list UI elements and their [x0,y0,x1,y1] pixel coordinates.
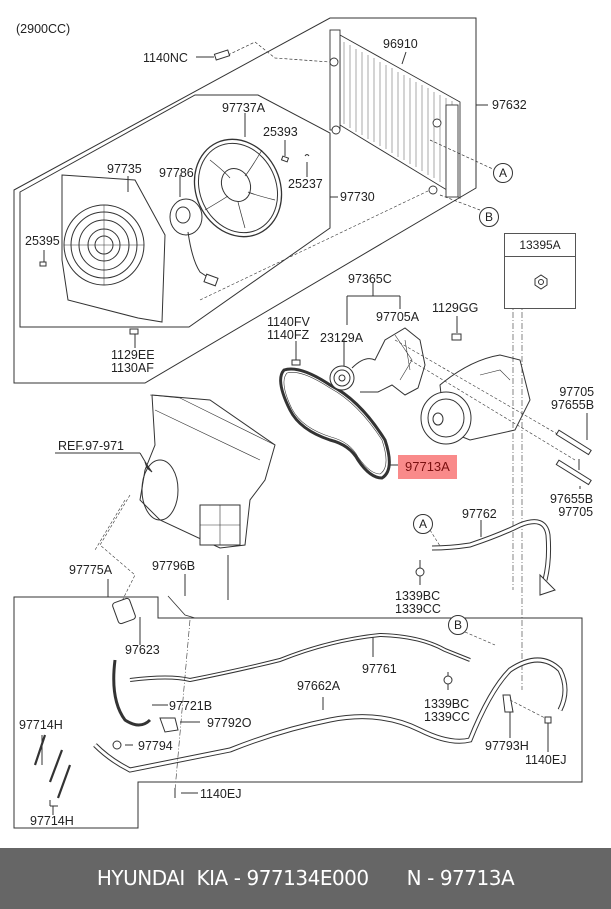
part-label-1140ej-right[interactable]: 1140EJ [525,753,567,767]
fan-motor [169,198,219,287]
callout-a-bottom: A [413,514,433,534]
part-label-1130af-text: 1130AF [111,361,154,375]
nut-icon [534,274,548,290]
reference-label[interactable]: REF.97-971 [58,439,125,453]
callout-a-top: A [493,163,513,183]
part-label-97721b[interactable]: 97721B [169,699,213,713]
ac-compressor [420,354,531,445]
footer-sep-2: - [427,866,434,890]
part-label-25393[interactable]: 25393 [263,125,298,139]
footer-part-number: 977134E000 [246,866,369,890]
part-label-97662a[interactable]: 97662A [297,679,341,693]
part-label-97705-top-text: 97705 [559,385,595,399]
part-label-1129gg[interactable]: 1129GG [432,301,479,315]
part-label-25237[interactable]: 25237 [288,177,323,191]
part-label-1140fv[interactable]: 1140FV 1140FZ [267,316,310,342]
tensioner-pulley [329,327,426,396]
panel-fan-group [19,94,331,328]
part-label-97655b-top-text: 97655B [551,398,595,412]
part-label-97775a[interactable]: 97775A [69,563,113,577]
footer-n-label: N [406,866,422,890]
part-label-97786[interactable]: 97786 [159,166,194,180]
callout-b-top: B [479,207,499,227]
part-label-97623[interactable]: 97623 [125,643,160,657]
part-label-97705-97655b-top[interactable]: 97705 97655B [551,386,594,412]
part-label-97793h[interactable]: 97793H [485,739,529,753]
part-label-1339bc-a[interactable]: 1339BC 1339CC [395,590,441,616]
part-label-25395[interactable]: 25395 [25,234,60,248]
part-label-97714h-bottom[interactable]: 97714H [30,814,74,828]
condenser [329,29,461,199]
highlighted-part-97713a[interactable]: 97713A [398,455,457,479]
callout-b-bottom: B [448,615,468,635]
part-label-13395a: 13395A [505,234,575,257]
part-label-1140ej-bottom[interactable]: 1140EJ [200,787,242,801]
part-label-97632[interactable]: 97632 [492,98,527,112]
diagram-linework [13,17,592,829]
part-label-1339bc-b[interactable]: 1339BC 1339CC [424,698,470,724]
part-label-96910[interactable]: 96910 [383,37,418,51]
part-label-1339bc-b-text: 1339BC [424,697,470,711]
part-label-1339cc-b-text: 1339CC [424,710,470,724]
part-label-97705a[interactable]: 97705A [376,310,420,324]
part-label-97737a[interactable]: 97737A [222,101,266,115]
part-label-23129a[interactable]: 23129A [320,331,364,345]
footer-sep-1: - [233,866,241,890]
panel-hose-group [13,596,583,829]
part-label-97796b[interactable]: 97796B [152,559,196,573]
part-label-1339bc-a-text: 1339BC [395,589,441,603]
part-label-97761[interactable]: 97761 [362,662,397,676]
part-label-97365c[interactable]: 97365C [348,272,392,286]
part-label-97655b-97705-bot[interactable]: 97655B 97705 [550,493,593,519]
part-label-97714h-top[interactable]: 97714H [19,718,63,732]
part-label-1140fz-text: 1140FZ [267,328,310,342]
part-label-97762[interactable]: 97762 [462,507,497,521]
part-label-97705-bot-text: 97705 [558,505,594,519]
engine-note: (2900CC) [16,22,71,36]
hose-97762 [431,519,556,596]
part-box-13395a[interactable]: 13395A [504,233,576,309]
footer-brand: HYUNDAI KIA [96,866,228,890]
part-label-97735[interactable]: 97735 [107,162,142,176]
panel-radiator-group [13,17,477,384]
footer-n-value: 97713A [439,866,515,890]
part-label-1339cc-a-text: 1339CC [395,602,441,616]
parts-diagram: (2900CC) 1140NC 96910 97632 97737A 25393… [13,17,594,829]
part-label-1129ee[interactable]: 1129EE 1130AF [111,349,155,375]
part-label-1140fv-text: 1140FV [267,315,310,329]
part-label-97794[interactable]: 97794 [138,739,173,753]
fan-shroud [61,174,166,323]
part-label-97730[interactable]: 97730 [340,190,375,204]
pipe-97761 [129,632,471,683]
fan-blade [193,138,283,238]
part-label-97792o[interactable]: 97792O [207,716,252,730]
part-label-1140nc[interactable]: 1140NC [143,51,188,65]
part-label-97655b-bot-text: 97655B [550,492,594,506]
part-label-1129ee-text: 1129EE [111,348,155,362]
